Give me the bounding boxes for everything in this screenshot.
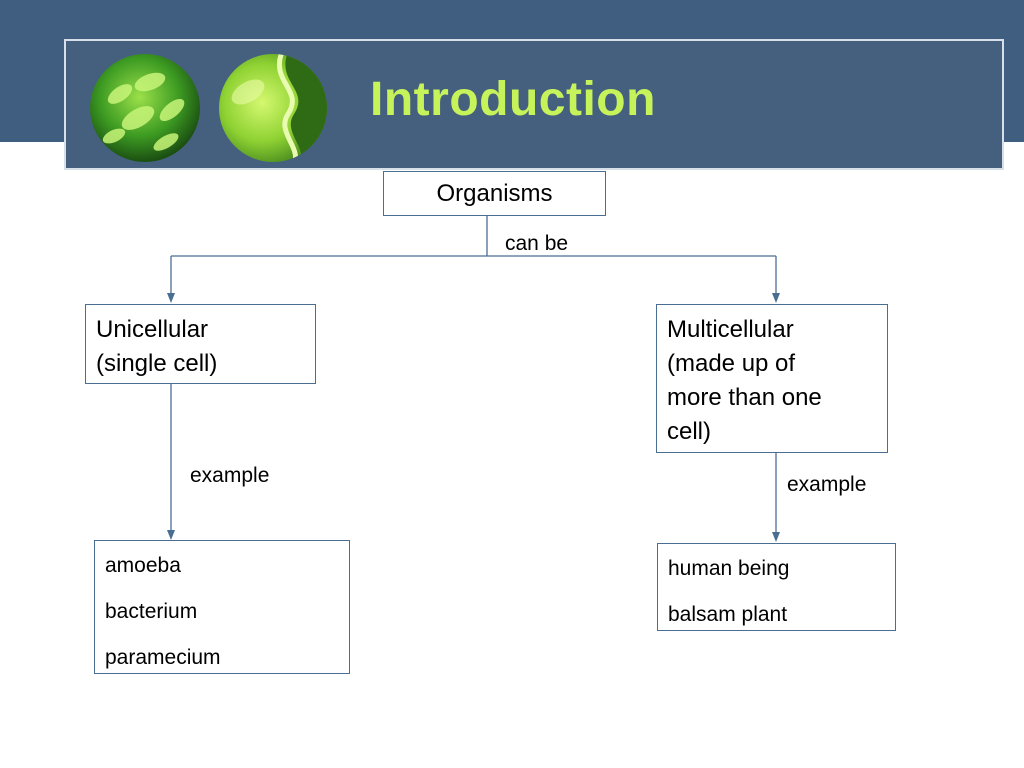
multicellular-line: more than one: [667, 384, 822, 411]
label-example-right: example: [787, 473, 867, 496]
multicellular-line: Multicellular: [667, 316, 794, 343]
multicellular-line: (made up of: [667, 350, 796, 377]
label-example-left: example: [190, 464, 270, 487]
unicellular-line: Unicellular: [96, 316, 209, 343]
green-plant-cell-logo-icon: [219, 54, 327, 162]
unicellular-line: (single cell): [96, 350, 218, 377]
node-unicellular-examples: amoeba bacterium paramecium: [94, 540, 350, 674]
node-multicellular-examples: human being balsam plant: [657, 543, 896, 631]
node-organisms: Organisms: [383, 171, 606, 216]
example-item: bacterium: [105, 600, 198, 623]
node-multicellular: Multicellular (made up of more than one …: [656, 304, 888, 453]
label-can-be: can be: [505, 232, 569, 255]
multicellular-line: cell): [667, 418, 712, 445]
example-item: paramecium: [105, 646, 221, 669]
green-leaf-cell-logo-icon: [90, 54, 200, 162]
example-item: balsam plant: [668, 603, 788, 626]
example-item: amoeba: [105, 554, 181, 577]
example-item: human being: [668, 557, 790, 580]
page-title: Introduction: [370, 73, 656, 126]
node-unicellular: Unicellular (single cell): [85, 304, 316, 384]
